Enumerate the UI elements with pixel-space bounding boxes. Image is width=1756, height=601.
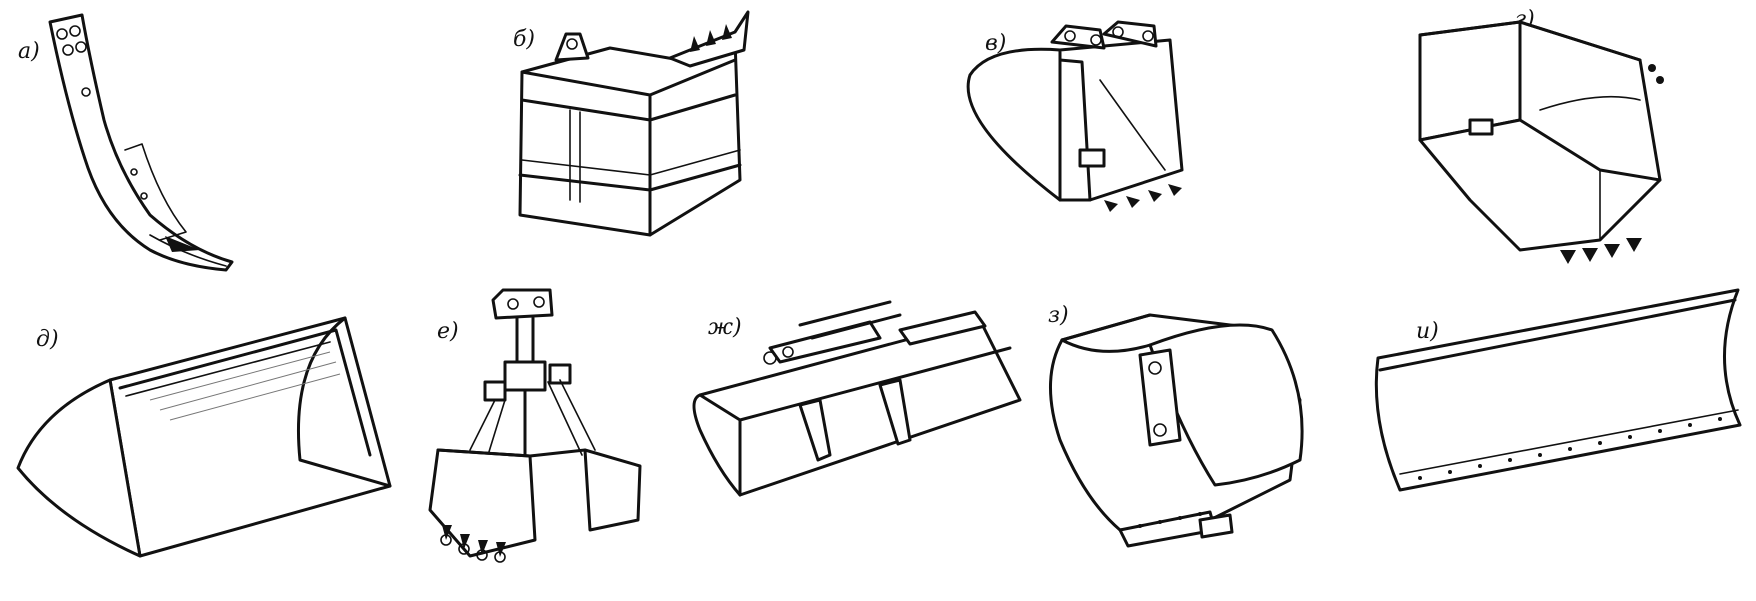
loader-bucket-icon [16, 316, 392, 558]
panel-d: д) [16, 316, 392, 558]
panel-label-v: в) [985, 31, 1006, 56]
panel-e: е) [428, 288, 642, 563]
panel-label-i: и) [1416, 319, 1439, 344]
panel-z: з) [1048, 303, 1304, 548]
panel-g: г) [1418, 7, 1664, 264]
profile-bucket-icon [1048, 313, 1304, 548]
panel-label-b: б) [513, 27, 535, 52]
clamshell-grab-icon [428, 288, 642, 563]
panel-v: в) [966, 20, 1184, 212]
panel-zh: ж) [692, 300, 1022, 497]
panel-a: а) [18, 13, 234, 272]
shovel-bucket-icon [1418, 20, 1664, 264]
panel-label-e: е) [437, 319, 459, 344]
panel-label-d: д) [36, 327, 59, 352]
panel-label-z: з) [1048, 303, 1069, 328]
panel-label-a: а) [18, 39, 40, 64]
panel-b: б) [513, 10, 750, 237]
ripper-tooth-icon [48, 13, 234, 272]
trench-bucket-icon [692, 300, 1022, 497]
backhoe-bucket-icon [966, 20, 1184, 212]
dragline-bucket-icon [518, 10, 750, 237]
blade-icon [1374, 288, 1742, 492]
panel-i: и) [1374, 288, 1742, 492]
panel-label-zh: ж) [708, 315, 742, 340]
